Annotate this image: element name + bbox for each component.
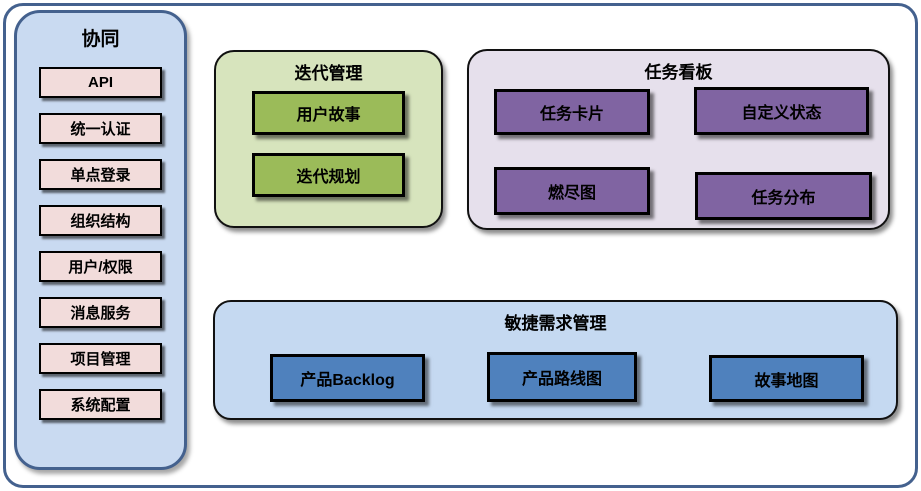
sidebar-item-org-structure: 组织结构 <box>39 205 162 236</box>
panel-agile-requirements: 敏捷需求管理 产品Backlog 产品路线图 故事地图 <box>213 300 898 420</box>
sidebar-item-project-management: 项目管理 <box>39 343 162 374</box>
sidebar-title: 协同 <box>81 29 120 50</box>
sidebar-item-list: API 统一认证 单点登录 组织结构 用户/权限 消息服务 项目管理 系统配置 <box>39 67 162 420</box>
panel-agile-requirements-title: 敏捷需求管理 <box>504 314 607 333</box>
sidebar-item-single-sign-on: 单点登录 <box>39 159 162 190</box>
sidebar-item-unified-auth: 统一认证 <box>39 113 162 144</box>
sidebar-item-message-service: 消息服务 <box>39 297 162 328</box>
box-product-backlog: 产品Backlog <box>270 354 425 402</box>
box-burndown-chart: 燃尽图 <box>494 167 650 215</box>
box-iteration-planning: 迭代规划 <box>252 153 405 197</box>
sidebar-collaboration: 协同 API 统一认证 单点登录 组织结构 用户/权限 消息服务 项目管理 系统… <box>14 10 187 470</box>
box-task-card: 任务卡片 <box>494 89 650 135</box>
box-story-map: 故事地图 <box>709 355 864 402</box>
box-custom-status: 自定义状态 <box>694 87 869 135</box>
panel-iteration-title: 迭代管理 <box>294 64 363 83</box>
box-task-distribution: 任务分布 <box>695 172 872 220</box>
panel-iteration-management: 迭代管理 用户故事 迭代规划 <box>214 50 443 228</box>
panel-task-board-title: 任务看板 <box>644 63 713 82</box>
box-user-story: 用户故事 <box>252 91 405 135</box>
sidebar-item-api: API <box>39 67 162 98</box>
box-product-roadmap: 产品路线图 <box>487 352 637 402</box>
sidebar-item-user-permissions: 用户/权限 <box>39 251 162 282</box>
sidebar-item-system-config: 系统配置 <box>39 389 162 420</box>
panel-task-board: 任务看板 任务卡片 自定义状态 燃尽图 任务分布 <box>467 49 890 230</box>
